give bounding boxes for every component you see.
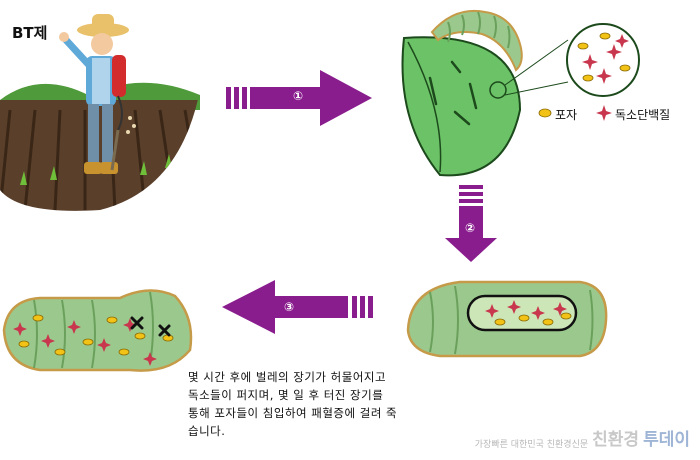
legend-spore-label: 포자 <box>555 108 578 122</box>
step-2-number: ② <box>465 221 476 235</box>
spore-icon <box>577 32 631 82</box>
caterpillar-icon <box>430 10 523 72</box>
watermark: 가장빠른 대한민국 친환경신문 친환경 투데이 <box>400 424 690 450</box>
leaf-icon <box>401 36 569 177</box>
bt-agent-label: BT제 <box>12 24 48 42</box>
farmer-spraying-icon <box>0 14 200 211</box>
legend-toxin-marker <box>596 105 612 121</box>
watermark-slogan: 가장빠른 대한민국 친환경신문 <box>474 440 589 450</box>
watermark-brand-suffix: 투데이 <box>643 430 690 450</box>
dead-caterpillar-icon <box>2 289 193 372</box>
step-1-number: ① <box>293 89 304 103</box>
legend-spore-marker <box>538 108 552 118</box>
step-3-number: ③ <box>284 300 295 314</box>
magnified-gut-contents <box>566 23 640 97</box>
arrow-step-2 <box>445 185 497 262</box>
toxin-protein-icon <box>582 34 629 84</box>
infected-caterpillar-icon <box>406 280 608 358</box>
arrow-step-1 <box>226 70 372 126</box>
death-x-icon <box>130 316 171 337</box>
legend-toxin-label: 독소단백질 <box>615 108 671 122</box>
watermark-brand: 친환경 <box>592 430 640 450</box>
process-caption: 몇 시간 후에 벌레의 장기가 허물어지고 독소들이 퍼지며, 몇 일 후 터진… <box>188 370 398 438</box>
arrow-step-3 <box>222 280 373 334</box>
